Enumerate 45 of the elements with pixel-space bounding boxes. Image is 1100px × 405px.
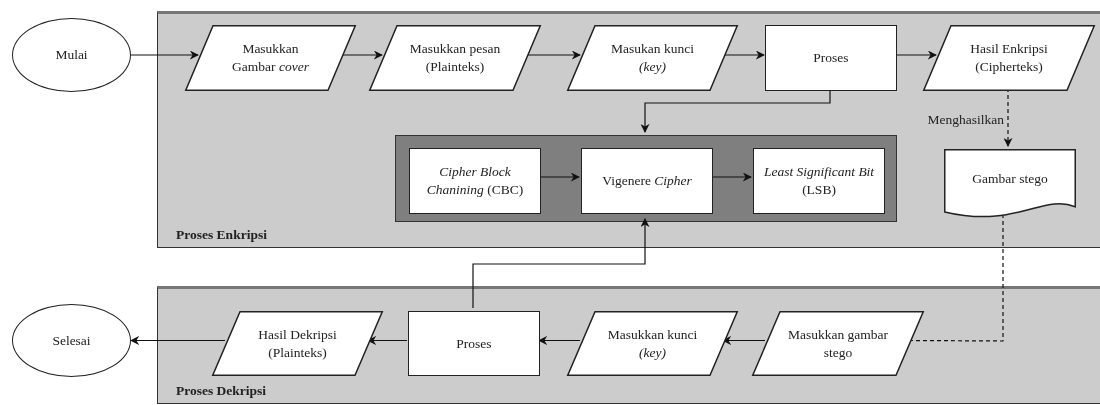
connector-arrow [538,172,580,182]
connector-arrow [525,50,581,60]
node-label: Masukkan kunci (key) [606,325,699,362]
node-label: Hasil Enkripsi (Cipherteks) [969,40,1049,76]
io-parallelogram [923,25,1095,91]
connector-arrow [472,218,650,309]
connector-arrow [130,336,226,345]
process-box [581,148,713,214]
connector-arrow [538,336,581,345]
process-box [409,148,541,214]
connector-arrow [895,50,937,60]
connector-arrow [130,50,199,60]
node-label: Cipher Block Chanining (CBC) [425,163,525,199]
connector-arrow [340,50,383,60]
node-label: Masukkan Gambar cover [231,40,310,76]
io-parallelogram [567,311,738,376]
connector-arrow [722,50,765,60]
process-frame [157,286,1100,404]
node-label: Mulai [55,46,88,64]
node-label: Least Significant Bit (LSB) [762,163,876,199]
node-label: Proses [456,334,492,353]
io-parallelogram [752,311,924,376]
node-label: Vigenere Cipher [602,172,692,190]
frame-title: Proses Dekripsi [176,383,267,399]
node-label: Gambar stego [972,170,1048,188]
io-parallelogram [567,25,738,91]
node-label: Hasil Dekripsi (Plainteks) [257,325,338,362]
io-parallelogram [369,25,541,91]
connector-arrow [367,336,408,345]
frame-title: Proses Enkripsi [176,227,267,243]
connector-arrow [722,336,766,345]
node-label: Masukkan pesan (Plainteks) [408,40,502,76]
process-box [753,148,885,214]
process-box [408,311,540,376]
node-label: Masukkan gambar stego [786,325,890,362]
io-parallelogram [212,311,383,376]
node-label: Masukan kunci (key) [610,40,695,76]
process-box [765,25,897,91]
node-label: Selesai [52,331,91,350]
edge-label: Menghasilkan [926,112,1005,128]
process-frame [157,11,1100,248]
node-label: Proses [813,49,849,67]
connector-arrow [710,172,752,182]
algorithm-group-box [395,135,897,222]
io-parallelogram [185,25,356,91]
